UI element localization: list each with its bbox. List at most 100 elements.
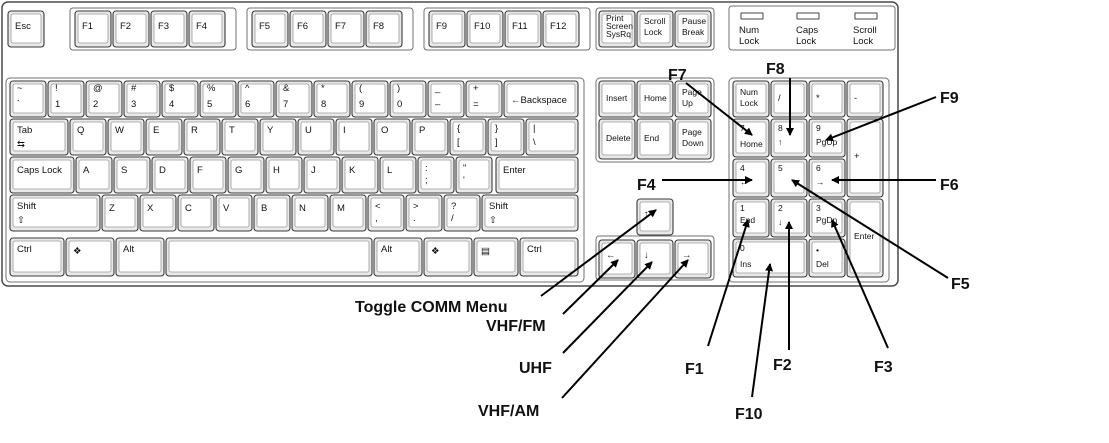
key-caps-sym-1[interactable]: "' [455, 156, 493, 194]
key-e[interactable]: E [145, 118, 183, 156]
key-home[interactable]: Home [636, 80, 674, 118]
key-num-5[interactable]: 5 [770, 158, 808, 198]
key-shift-sym-2[interactable]: ?/ [443, 194, 481, 232]
key-u[interactable]: U [297, 118, 335, 156]
key-num-minus[interactable]: - [846, 80, 884, 118]
key-num-row-2[interactable]: @2 [85, 80, 123, 118]
key-left-alt[interactable]: Alt [115, 237, 165, 277]
key-insert[interactable]: Insert [598, 80, 636, 118]
key-f12[interactable]: F12 [542, 10, 580, 48]
key-left-win[interactable]: ❖ [65, 237, 115, 277]
key-tab[interactable]: Tab⇆ [9, 118, 69, 156]
key-num-row-9[interactable]: (9 [351, 80, 389, 118]
key-o[interactable]: O [373, 118, 411, 156]
key-num-dot[interactable]: •Del [808, 238, 846, 278]
key-arrow-up[interactable]: ↑ [636, 198, 674, 236]
key-f3[interactable]: F3 [150, 10, 188, 48]
key-l[interactable]: L [379, 156, 417, 194]
key-d[interactable]: D [151, 156, 189, 194]
key-num-row-8[interactable]: *8 [313, 80, 351, 118]
key-y[interactable]: Y [259, 118, 297, 156]
key-p[interactable]: P [411, 118, 449, 156]
key-arrow-right[interactable]: → [674, 239, 712, 279]
key-num-row-7[interactable]: &7 [275, 80, 313, 118]
key-num-row-12[interactable]: += [465, 80, 503, 118]
key-r[interactable]: R [183, 118, 221, 156]
key-menu[interactable]: ▤ [473, 237, 519, 277]
key-h[interactable]: H [265, 156, 303, 194]
key-f[interactable]: F [189, 156, 227, 194]
key-f2[interactable]: F2 [112, 10, 150, 48]
key-num-row-5[interactable]: %5 [199, 80, 237, 118]
key-esc[interactable]: Esc [7, 10, 45, 48]
key-left-ctrl[interactable]: Ctrl [9, 237, 65, 277]
key-f5[interactable]: F5 [251, 10, 289, 48]
key-f8[interactable]: F8 [365, 10, 403, 48]
key-f7[interactable]: F7 [327, 10, 365, 48]
key-space[interactable] [165, 237, 373, 277]
key-caps-sym-0[interactable]: :; [417, 156, 455, 194]
key-z[interactable]: Z [101, 194, 139, 232]
key-end[interactable]: End [636, 118, 674, 160]
key-num-star[interactable]: * [808, 80, 846, 118]
key-tab-sym-1[interactable]: }] [487, 118, 525, 156]
key-tab-sym-0[interactable]: {[ [449, 118, 487, 156]
key-shift-sym-0[interactable]: <, [367, 194, 405, 232]
key-num-enter[interactable]: Enter [846, 198, 884, 278]
key-capslock[interactable]: Caps Lock [9, 156, 75, 194]
key-num-6[interactable]: 6→ [808, 158, 846, 198]
key-b[interactable]: B [253, 194, 291, 232]
key-num-2[interactable]: 2↓ [770, 198, 808, 238]
key-j[interactable]: J [303, 156, 341, 194]
key-right-win[interactable]: ❖ [423, 237, 473, 277]
key-num-4[interactable]: 4← [732, 158, 770, 198]
key-num-8[interactable]: 8↑ [770, 118, 808, 158]
key-m[interactable]: M [329, 194, 367, 232]
key-f9[interactable]: F9 [428, 10, 466, 48]
key-right-ctrl[interactable]: Ctrl [519, 237, 579, 277]
key-delete[interactable]: Delete [598, 118, 636, 160]
key-q[interactable]: Q [69, 118, 107, 156]
key-f6[interactable]: F6 [289, 10, 327, 48]
key-num-row-0[interactable]: ~` [9, 80, 47, 118]
key-n[interactable]: N [291, 194, 329, 232]
key-i[interactable]: I [335, 118, 373, 156]
key-num-row-3[interactable]: #3 [123, 80, 161, 118]
key-c[interactable]: C [177, 194, 215, 232]
key-right-alt[interactable]: Alt [373, 237, 423, 277]
key-left-shift[interactable]: Shift⇧ [9, 194, 101, 232]
key-f1[interactable]: F1 [74, 10, 112, 48]
key-num-row-4[interactable]: $4 [161, 80, 199, 118]
key-shift-sym-1[interactable]: >. [405, 194, 443, 232]
key-a[interactable]: A [75, 156, 113, 194]
key-num-row-6[interactable]: ^6 [237, 80, 275, 118]
key-f10[interactable]: F10 [466, 10, 504, 48]
key-v[interactable]: V [215, 194, 253, 232]
key-x[interactable]: X [139, 194, 177, 232]
key-w[interactable]: W [107, 118, 145, 156]
key-k[interactable]: K [341, 156, 379, 194]
key-f4[interactable]: F4 [188, 10, 226, 48]
key-enter[interactable]: Enter [495, 156, 579, 194]
key-t[interactable]: T [221, 118, 259, 156]
key-tab-sym-2[interactable]: |\ [525, 118, 579, 156]
key-num-row-1[interactable]: !1 [47, 80, 85, 118]
key-right-shift[interactable]: Shift⇧ [481, 194, 579, 232]
key-num-plus[interactable]: + [846, 118, 884, 198]
key-s[interactable]: S [113, 156, 151, 194]
key-num-row-10[interactable]: )0 [389, 80, 427, 118]
key-g[interactable]: G [227, 156, 265, 194]
key-f11[interactable]: F11 [504, 10, 542, 48]
key-backspace[interactable]: ←Backspace [503, 80, 579, 118]
key-num-row-11[interactable]: _– [427, 80, 465, 118]
